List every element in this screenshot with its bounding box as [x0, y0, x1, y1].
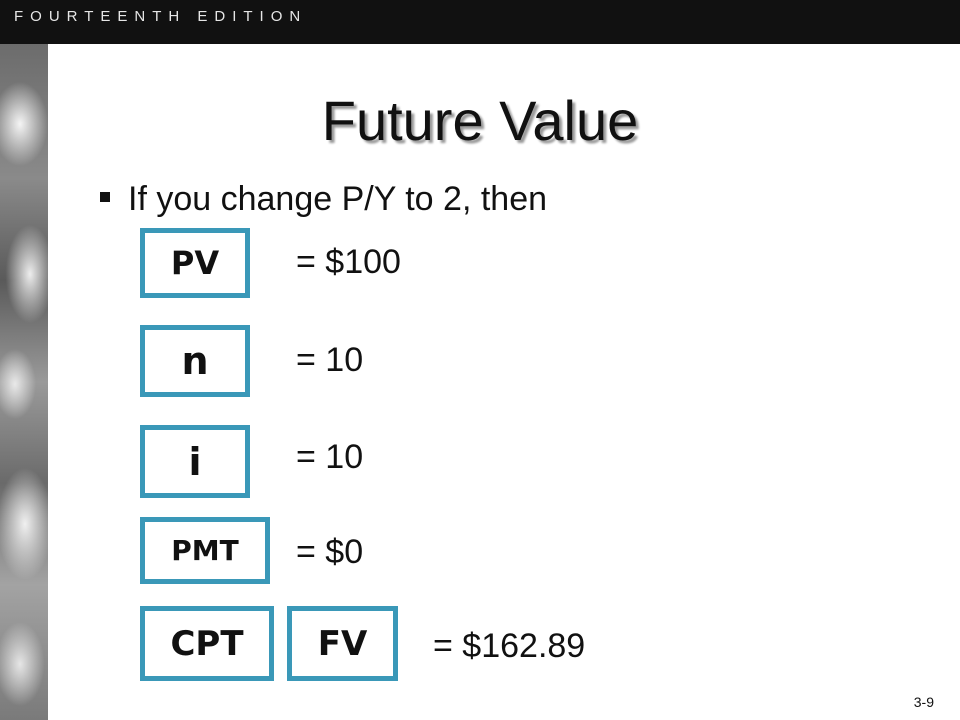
pmt-value: = $0 — [296, 533, 364, 571]
pmt-key: PMT — [140, 517, 270, 584]
edition-label: FOURTEENTH EDITION — [14, 8, 308, 25]
n-value: = 10 — [296, 341, 364, 379]
page-number: 3-9 — [913, 694, 934, 710]
fv-value: = $162.89 — [433, 627, 586, 665]
bullet-text: If you change P/Y to 2, then — [128, 180, 548, 218]
cpt-key: CPT — [140, 606, 274, 681]
fv-key: FV — [287, 606, 398, 681]
sidebar-cloud-image — [0, 44, 48, 720]
i-value: = 10 — [296, 438, 364, 476]
slide-title: Future Value — [321, 89, 639, 152]
pv-value: = $100 — [296, 243, 401, 281]
n-key: n — [140, 325, 250, 397]
square-bullet-icon — [100, 192, 110, 203]
pv-key: PV — [140, 228, 250, 298]
bullet-item: If you change P/Y to 2, then — [100, 180, 547, 219]
i-key: i — [140, 425, 250, 498]
top-bar: FOURTEENTH EDITION — [0, 0, 960, 44]
